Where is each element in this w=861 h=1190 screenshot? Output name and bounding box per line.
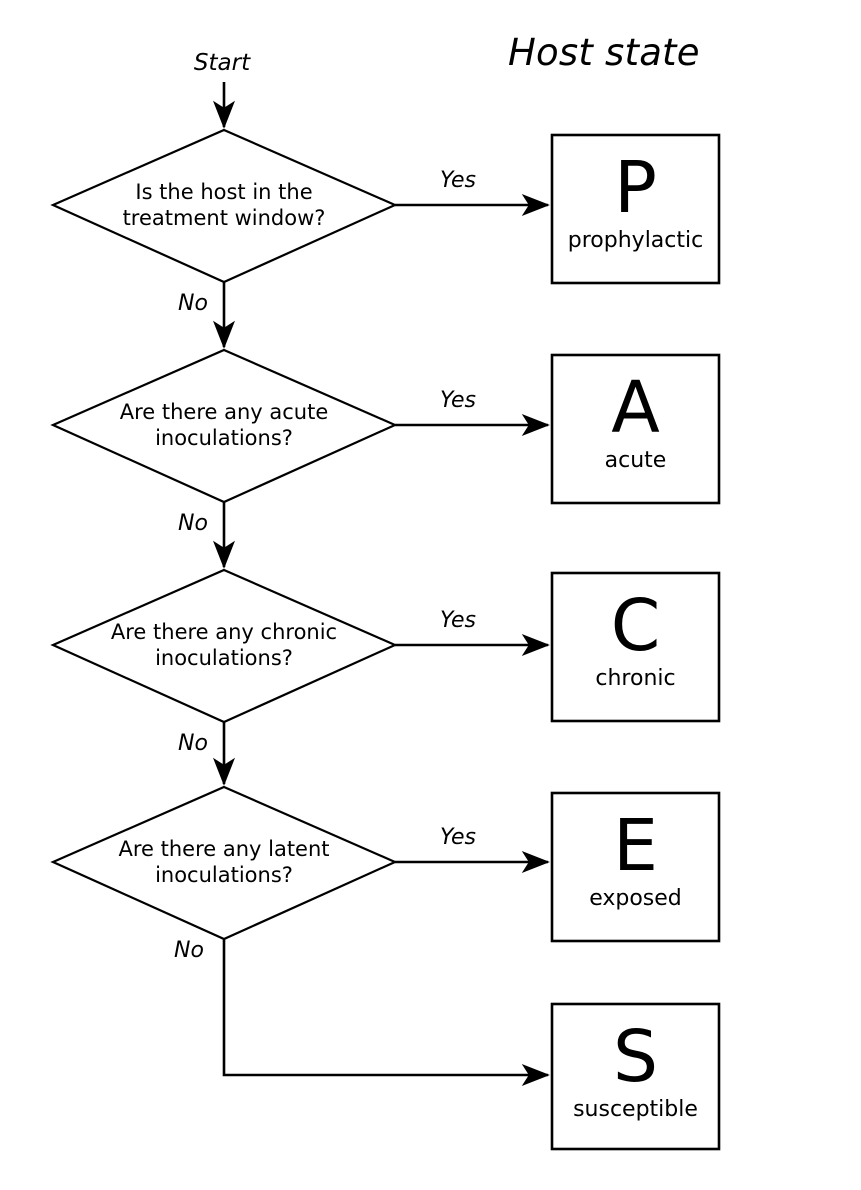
state-box-E[interactable]	[550, 791, 721, 943]
state-box-P[interactable]	[550, 133, 721, 285]
edge-label-yes-1: Yes	[440, 168, 477, 193]
page-title: Host state	[508, 31, 700, 74]
decision-shape-acute-inoculations[interactable]	[50, 348, 398, 504]
state-box-S[interactable]	[550, 1002, 721, 1151]
start-label: Start	[193, 50, 251, 76]
decision-shape-latent-inoculations[interactable]	[50, 785, 398, 941]
edge-label-no-4: No	[174, 938, 204, 963]
state-box-C[interactable]	[550, 571, 721, 723]
edge-label-no-1: No	[178, 291, 208, 316]
state-box-A[interactable]	[550, 353, 721, 505]
edge-label-no-2: No	[178, 511, 208, 536]
edge-label-yes-4: Yes	[440, 825, 477, 850]
edge-label-yes-2: Yes	[440, 388, 477, 413]
decision-shape-treatment-window[interactable]	[50, 128, 398, 284]
edge-label-yes-3: Yes	[440, 608, 477, 633]
decision-shape-chronic-inoculations[interactable]	[50, 568, 398, 724]
edge-no-to-S	[222, 939, 550, 1086]
edge-label-no-3: No	[178, 731, 208, 756]
